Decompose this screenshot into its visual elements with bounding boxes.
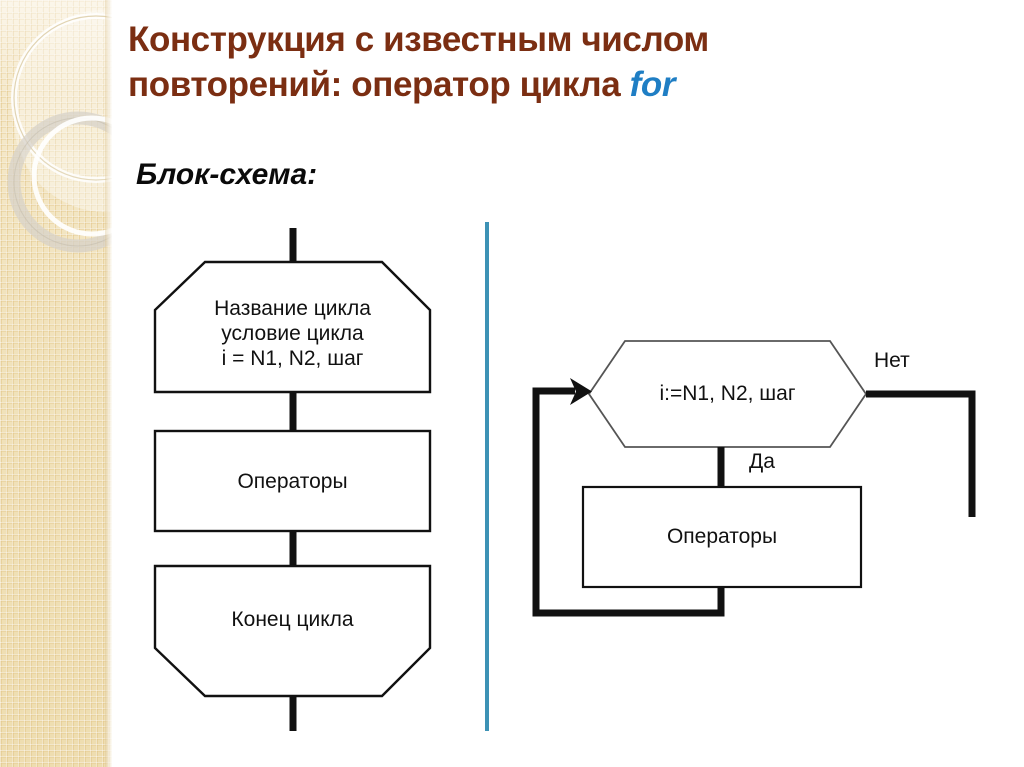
- left-node-body-shape: [153, 429, 432, 533]
- decorative-sidebar: [0, 0, 112, 767]
- right-no-branch-path: [866, 390, 976, 517]
- title-line-2: повторений: оператор цикла: [128, 64, 630, 104]
- sidebar-edge-highlight: [105, 0, 112, 767]
- right-edge-label-yes: Да: [749, 450, 775, 473]
- sidebar-rings-graphic: [7, 9, 112, 253]
- page-title: Конструкция с известным числом повторений…: [128, 18, 928, 108]
- left-node-loop-header-shape: [153, 260, 432, 394]
- title-line-1: Конструкция с известным числом: [128, 20, 709, 59]
- right-node-condition-shape: [587, 340, 868, 448]
- right-loopback-arrowhead: [570, 378, 592, 405]
- right-node-body-shape: [581, 485, 863, 589]
- left-flowchart: [153, 228, 432, 731]
- right-loopback-path: [532, 387, 725, 617]
- left-node-loop-end-shape: [153, 564, 432, 698]
- right-flowchart: [532, 340, 976, 617]
- title-keyword-for: for: [629, 64, 676, 104]
- subtitle-blok-shema: Блок-схема:: [136, 158, 318, 191]
- right-edge-label-no: Нет: [874, 349, 910, 372]
